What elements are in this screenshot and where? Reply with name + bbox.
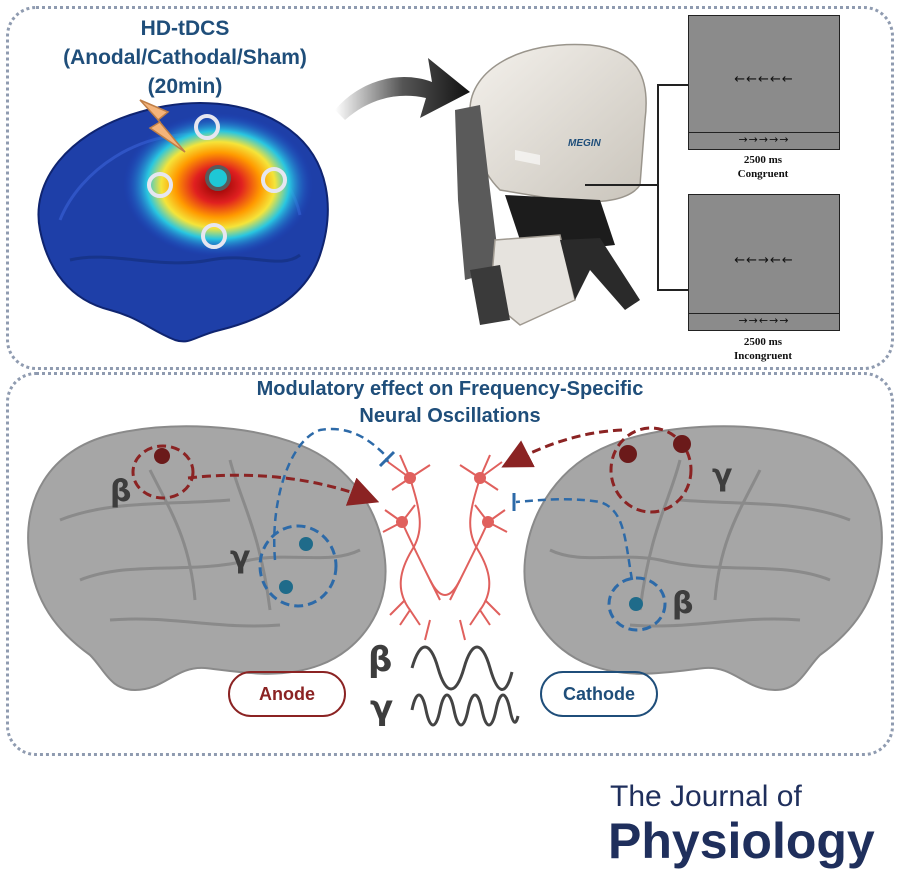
gamma-source-left-1 — [299, 537, 313, 551]
congruent-label: Congruent — [737, 168, 789, 180]
anode-gamma-inhibit — [273, 427, 390, 561]
gamma-source-right-1 — [619, 445, 637, 463]
congruent-duration: 2500 ms — [743, 154, 783, 166]
neuron-cell-bodies — [396, 472, 494, 528]
incongruent-arrows: ←←→←← — [734, 253, 794, 268]
modulation-title: Modulatory effect on Frequency-Specific … — [180, 376, 720, 430]
beta-wave-label: β — [368, 640, 393, 680]
beta-source-left — [154, 448, 170, 464]
cathode-gamma-arrow — [501, 428, 623, 468]
cathode-beta-region — [607, 576, 667, 632]
gamma-source-left-2 — [279, 580, 293, 594]
electrode-rings — [147, 114, 287, 249]
gamma-wave-label: γ — [370, 688, 394, 728]
stimulation-title-line3: (20min) — [147, 75, 223, 98]
center-electrode — [205, 165, 231, 191]
anode-gamma-region — [258, 524, 338, 608]
cathode-gamma-region — [609, 426, 693, 514]
journal-name-line2: Physiology — [608, 813, 875, 869]
incongruent-caption: 2500 ms Incongruent — [688, 335, 838, 363]
incongruent-strip-arrows: →→←→→ — [738, 314, 790, 327]
beta-label-right: β — [672, 586, 694, 621]
anode-label: Anode — [228, 671, 346, 717]
cathode-label: Cathode — [540, 671, 658, 717]
inhibit-bar-left — [378, 450, 396, 468]
congruent-strip-arrows: →→→→→ — [738, 133, 790, 146]
journal-name-line1: The Journal of — [610, 780, 802, 813]
incongruent-duration: 2500 ms — [743, 336, 783, 348]
modulation-title-line1: Modulatory effect on Frequency-Specific — [256, 378, 644, 400]
incongruent-response-strip: →→←→→ — [689, 313, 839, 330]
incongruent-label: Incongruent — [733, 350, 793, 362]
congruent-response-strip: →→→→→ — [689, 132, 839, 149]
neuron-network — [382, 454, 508, 641]
incongruent-screen: ←←→←← →→←→→ — [688, 194, 840, 331]
lightning-icon — [139, 99, 186, 153]
device-brand: MEGIN — [568, 138, 602, 149]
top-panel — [6, 6, 894, 370]
gamma-label-right: γ — [712, 458, 733, 493]
beta-wave — [410, 645, 514, 691]
congruent-arrows: ←←←←← — [734, 72, 794, 87]
left-brain — [27, 425, 387, 692]
gamma-wave — [410, 693, 520, 727]
stimulation-title-line1: HD-tDCS — [140, 17, 230, 40]
cathode-beta-inhibit — [515, 498, 634, 581]
congruent-caption: 2500 ms Congruent — [688, 153, 838, 181]
connector-incongruent — [585, 184, 688, 291]
curved-arrow-icon — [335, 58, 470, 120]
brain-heatmap — [37, 102, 329, 343]
anode-beta-arrow — [187, 473, 380, 506]
gamma-source-right-2 — [673, 435, 691, 453]
anode-beta-region — [131, 444, 195, 500]
right-brain — [523, 425, 883, 692]
stimulation-title: HD-tDCS (Anodal/Cathodal/Sham) (20min) — [20, 14, 350, 101]
beta-source-right — [629, 597, 643, 611]
stimulation-title-line2: (Anodal/Cathodal/Sham) — [63, 46, 307, 69]
bottom-panel — [6, 372, 894, 756]
gamma-label-left: γ — [230, 540, 251, 575]
modulation-title-line2: Neural Oscillations — [359, 405, 541, 427]
meg-scanner — [455, 43, 647, 326]
congruent-screen: ←←←←← →→→→→ — [688, 15, 840, 150]
beta-label-left: β — [110, 474, 132, 509]
